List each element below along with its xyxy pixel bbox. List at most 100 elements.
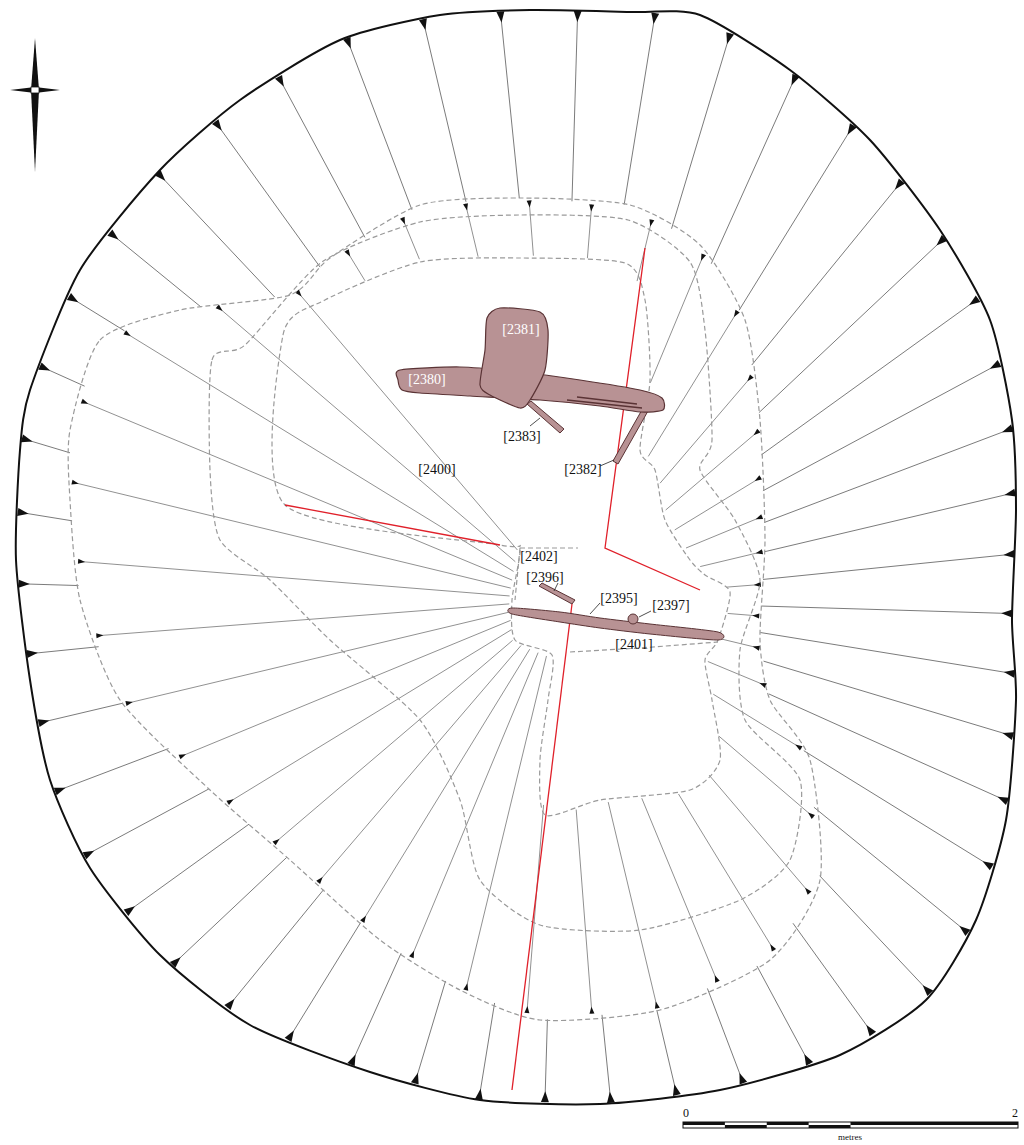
hachure-tick [866,1025,876,1036]
hachure-tick [795,745,802,751]
hachure-tick [1005,489,1017,497]
hachure-line [602,1015,611,1103]
context-number: [2380] [408,373,445,387]
hachure-line [760,633,1014,674]
hachure-line [719,736,814,817]
hachure-tick [701,253,706,260]
hachure-line [96,604,509,636]
hachure-tick [1004,670,1015,678]
hachure-line [587,205,591,259]
hachure-tick [419,18,427,30]
hachure-tick [411,1073,419,1085]
hachure-tick [272,839,279,845]
hachure-tick [38,719,50,727]
hachure-line [466,656,547,990]
hachure-line [700,552,762,567]
hachure-tick [983,861,994,870]
hachure-line [707,988,743,1083]
hachure-line [126,612,510,704]
hachure-line [479,1003,495,1100]
hachure-line [173,857,287,965]
break-of-slope [209,215,802,931]
hachure-line [820,876,931,993]
context-number: [2402] [520,550,557,564]
hachure-line [675,477,761,529]
scale-unit: metres [838,1133,862,1142]
timber-2382 [613,408,648,464]
hachure-tick [715,975,720,982]
hachure-line [762,606,1013,614]
hachure-line [739,125,853,310]
break-of-slope [272,258,730,816]
hachure-line [572,11,578,201]
hachure-tick [589,204,594,211]
hachure-line [804,751,992,867]
hachure-tick [81,399,88,404]
hachure-tick [19,580,30,588]
hachure-line [648,311,737,456]
hachure-line [624,13,655,205]
hachure-line [708,661,766,685]
hachure-tick [734,310,740,317]
hachure-line [764,428,1012,522]
timber-2383 [527,401,564,433]
hachure-tick [96,633,103,638]
context-number: [2382] [564,463,601,477]
context-number: [2397] [652,599,689,613]
hachure-tick [155,170,165,181]
hachure-tick [649,219,654,226]
context-number: [2381] [502,323,539,337]
hachure-line [362,649,529,921]
hachure-line [82,401,512,580]
hachure-tick [753,646,760,651]
hachure-line [415,981,446,1083]
timber-fill [480,308,548,408]
hachure-tick [226,799,233,805]
hachure-tick [589,1007,594,1014]
hachure-tick [21,435,33,443]
hachure-tick [125,701,132,706]
hachure-line [527,805,544,1013]
hachure-line [279,77,365,238]
hachure-line [288,923,360,1040]
scale-value: 2 [1012,1107,1018,1119]
hachure-line [660,376,752,483]
leader-line [639,611,651,617]
hachure-tick [123,330,130,336]
hachure-tick [1001,610,1012,618]
north-arrow [10,38,60,172]
hachure-line [608,802,657,1008]
hachure-tick [400,217,405,224]
hachure-tick [755,475,762,481]
hachure-tick [770,944,776,951]
hachure-line [351,953,401,1064]
hachure-tick [463,983,468,990]
hachure-line [180,620,511,757]
context-number: [2383] [503,430,540,444]
context-number: [2401] [615,638,652,652]
hachure-tick [527,200,532,207]
hachure-line [686,517,762,548]
hachure-tick [607,1092,615,1103]
hachure-line [347,38,412,209]
hachure-line [757,966,810,1064]
hachure-line [78,561,509,596]
scale-value: 0 [683,1107,689,1119]
hachure-line [529,201,533,256]
hachure-tick [78,559,85,564]
hachure-line [657,1010,677,1095]
post-2397 [628,614,638,624]
hachure-line [713,694,801,748]
hachure-line [672,33,731,228]
hachure-line [576,810,592,1014]
hachure-line [227,890,323,1008]
hachure-line [274,640,512,843]
hachure-tick [409,951,414,958]
hachure-line [465,204,478,257]
hachure-tick [739,1073,747,1085]
context-number: [2396] [526,571,563,585]
hachure-tick [360,916,366,923]
hachure-line [500,12,519,198]
hachure-line [39,703,124,723]
hachure-tick [655,1001,660,1008]
